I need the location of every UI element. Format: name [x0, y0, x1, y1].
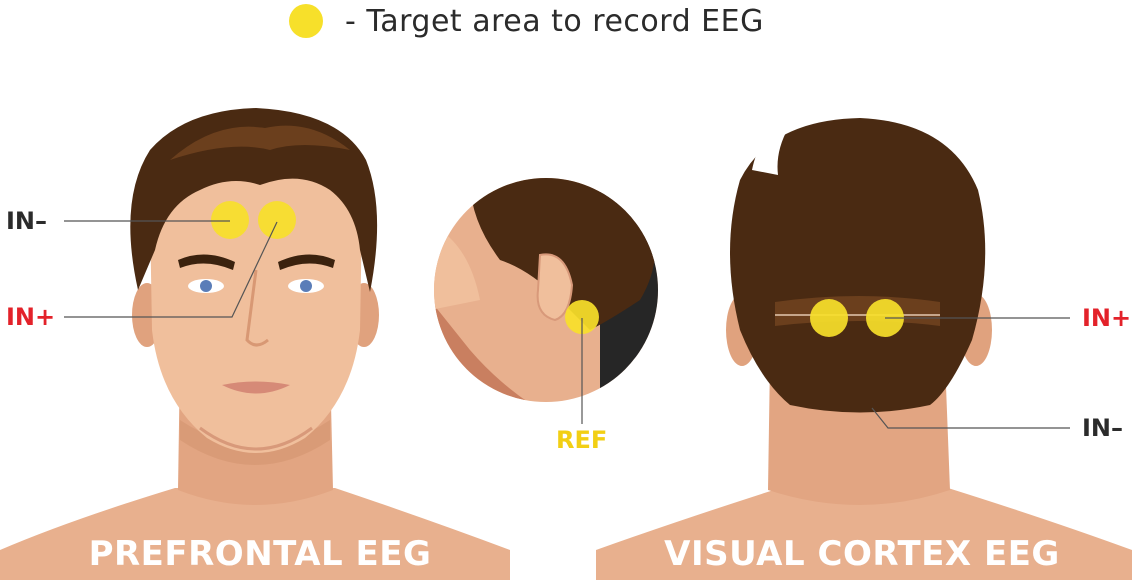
- legend: - Target area to record EEG: [289, 4, 764, 38]
- back-in-minus-label: IN–: [1082, 416, 1123, 440]
- side-view-illustration: [430, 169, 670, 410]
- side-ref-label: REF: [556, 428, 607, 452]
- front-head-illustration: [0, 108, 510, 580]
- back-head-illustration: [596, 118, 1132, 580]
- back-in-plus-label: IN+: [1082, 306, 1131, 330]
- front-in-minus-label: IN–: [6, 209, 47, 233]
- target-dot-back-left: [810, 299, 848, 337]
- front-caption: PREFRONTAL EEG: [30, 534, 490, 574]
- legend-dot-icon: [289, 4, 323, 38]
- target-dot-front-in-plus: [258, 201, 296, 239]
- target-dot-front-in-minus: [211, 201, 249, 239]
- front-in-plus-label: IN+: [6, 305, 55, 329]
- legend-text: - Target area to record EEG: [345, 4, 764, 39]
- back-caption: VISUAL CORTEX EEG: [612, 534, 1112, 574]
